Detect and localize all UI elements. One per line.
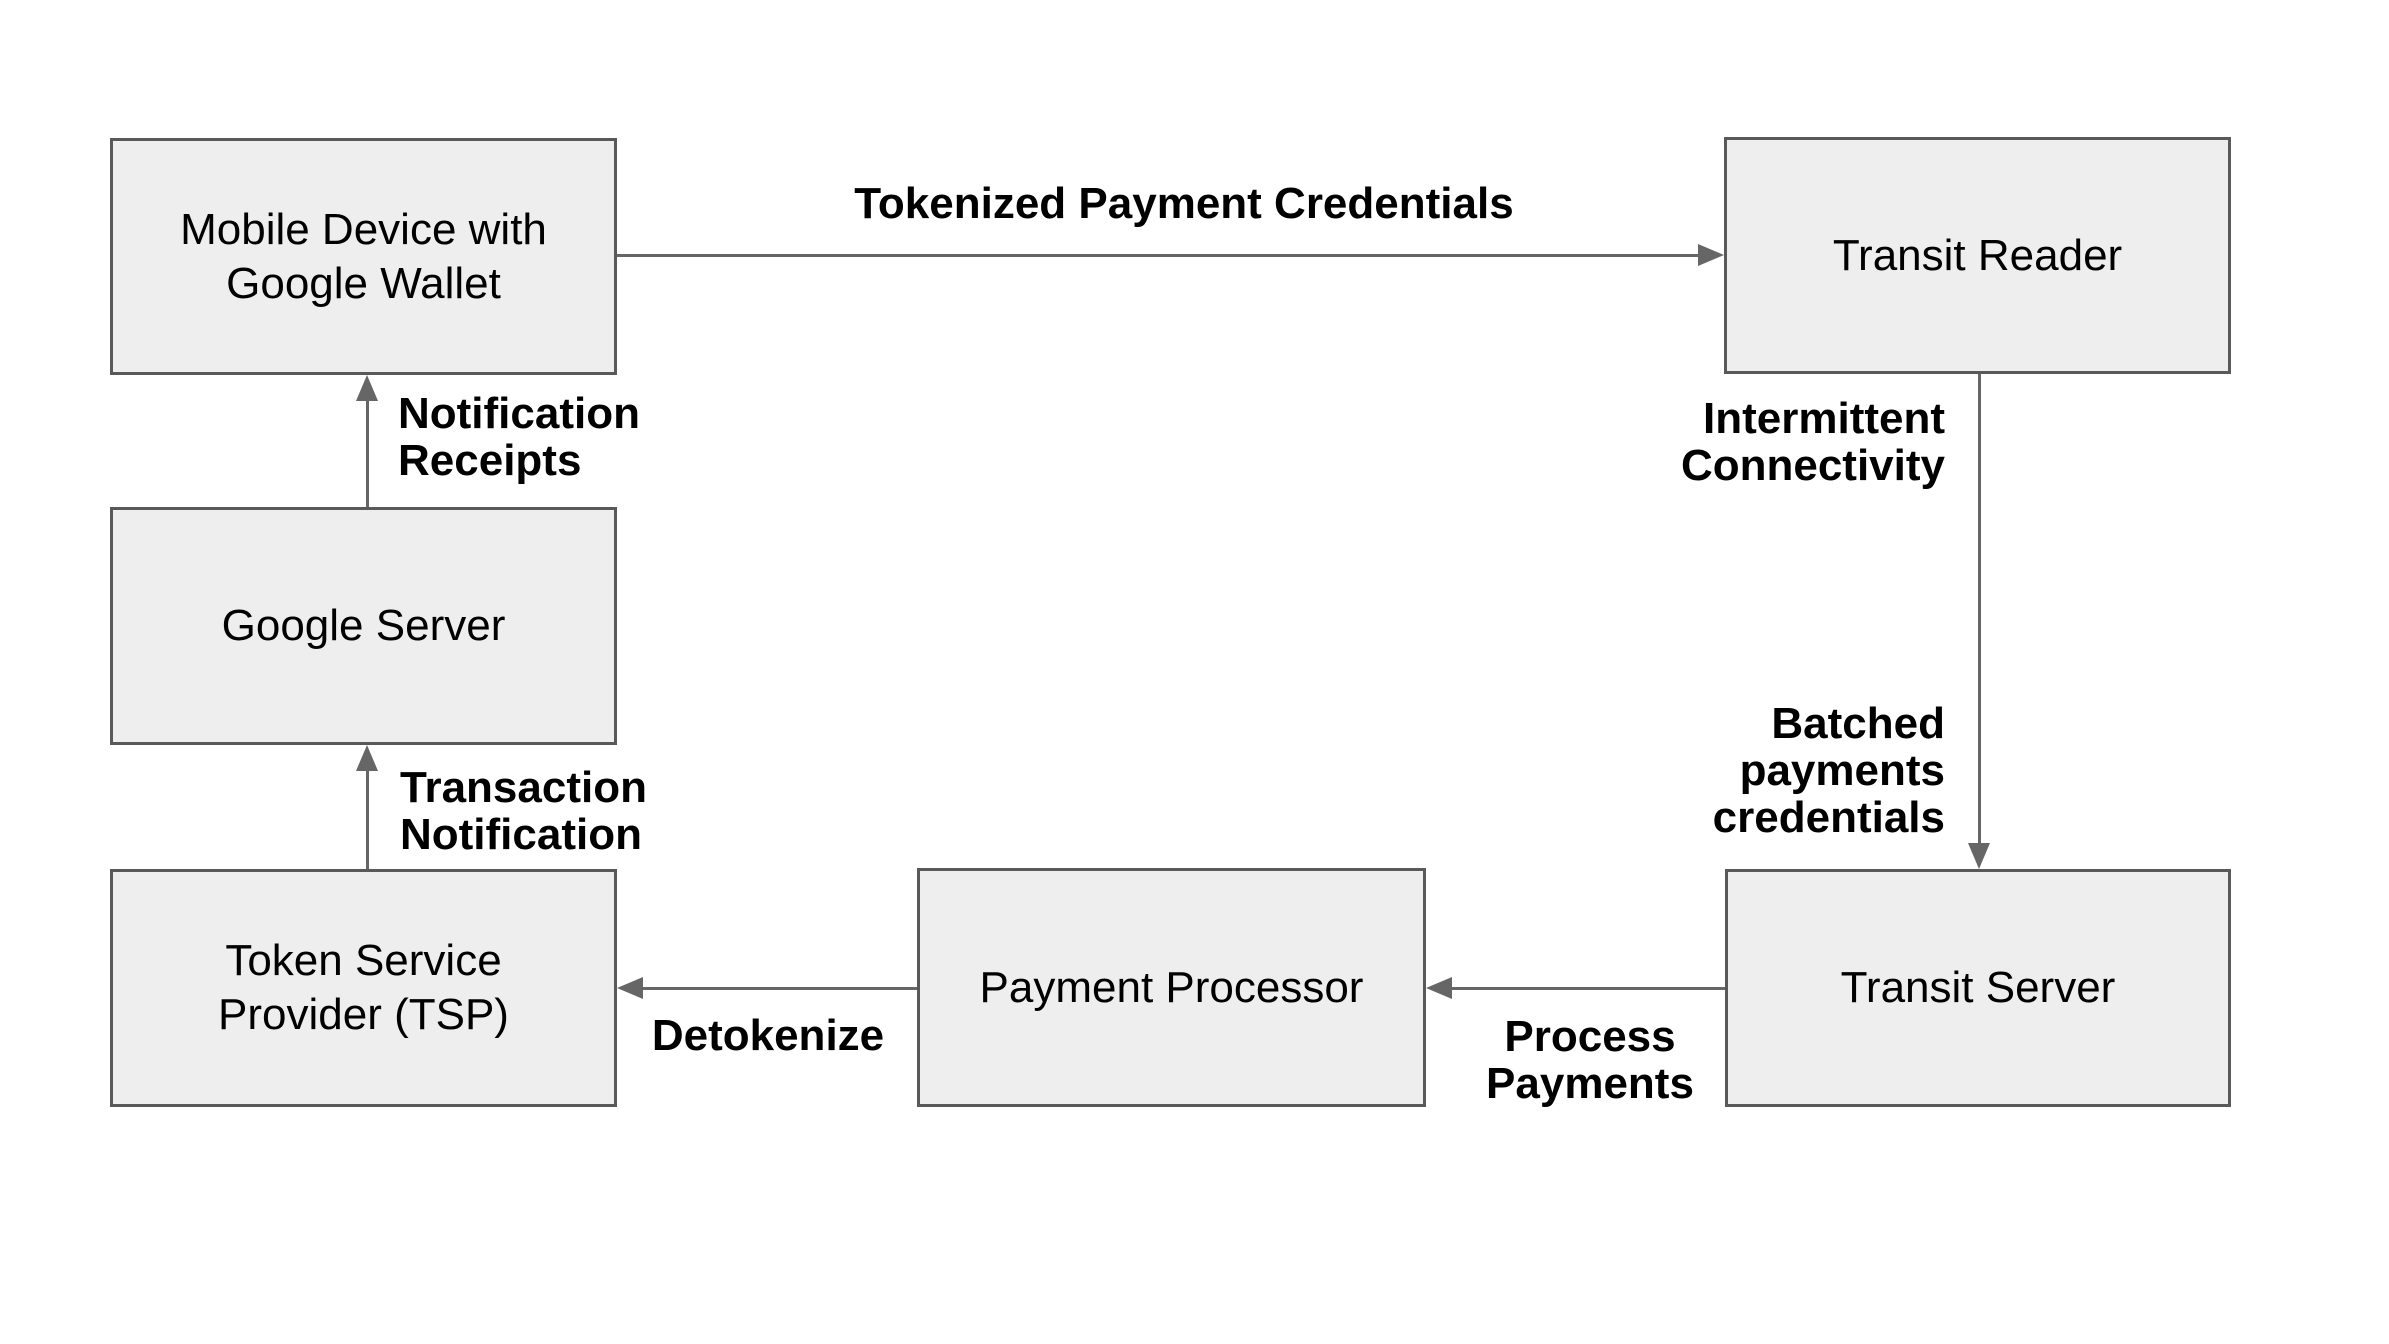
edge-label-batched-line2: payments	[1739, 746, 1945, 795]
edge-label-transaction-line1: Transaction	[400, 763, 647, 812]
node-token-service-provider-label-line2: Provider (TSP)	[218, 990, 509, 1039]
node-payment-processor-label: Payment Processor	[979, 962, 1364, 1012]
edge-label-tokenized-credentials: Tokenized Payment Credentials	[634, 180, 1734, 227]
edge-label-process-payments: Process Payments	[1440, 1013, 1740, 1107]
edge-label-process-line2: Payments	[1486, 1059, 1694, 1108]
node-payment-processor: Payment Processor	[917, 868, 1426, 1107]
edge-label-detokenize: Detokenize	[618, 1012, 918, 1059]
arrowhead-right-icon	[1698, 244, 1724, 266]
node-transit-reader-label: Transit Reader	[1832, 230, 2123, 280]
edge-label-tokenized-line1: Tokenized Payment Credentials	[854, 179, 1514, 228]
edge-label-batched-line1: Batched	[1771, 699, 1945, 748]
arrowhead-up-icon	[356, 745, 378, 771]
node-google-server: Google Server	[110, 507, 617, 745]
node-token-service-provider-label: Token Service	[225, 936, 502, 985]
edge-label-process-line1: Process	[1504, 1012, 1676, 1061]
edge-label-batched-payments-credentials: Batched payments credentials	[1645, 700, 1945, 841]
edge-label-detokenize-line1: Detokenize	[651, 1011, 885, 1060]
edge-label-intermittent-connectivity: Intermittent Connectivity	[1645, 395, 1945, 489]
arrow-batched-payments-line	[1978, 374, 1981, 847]
arrow-notification-receipts-line	[366, 393, 369, 507]
node-mobile-device-label-line2: Google Wallet	[226, 258, 501, 308]
node-google-server-label: Google Server	[221, 601, 506, 650]
node-transit-server-label: Transit Server	[1840, 963, 2116, 1012]
node-transit-reader: Transit Reader	[1724, 137, 2231, 374]
edge-label-batched-line3: credentials	[1712, 793, 1945, 842]
arrow-tokenized-credentials-line	[617, 254, 1700, 257]
arrowhead-down-icon	[1968, 843, 1990, 869]
edge-label-intermittent-line1: Intermittent	[1703, 394, 1945, 443]
edge-label-intermittent-line2: Connectivity	[1680, 441, 1945, 490]
arrowhead-left-icon	[617, 977, 643, 999]
arrowhead-up-icon	[356, 375, 378, 401]
arrow-detokenize-line	[639, 987, 917, 990]
edge-label-transaction-notification: Transaction Notification	[400, 764, 647, 858]
node-token-service-provider: Token Service Provider (TSP)	[110, 869, 617, 1107]
arrow-process-payments-line	[1448, 987, 1725, 990]
edge-label-notification-receipts: Notification Receipts	[398, 390, 640, 484]
edge-label-notification-line2: Receipts	[398, 436, 582, 485]
arrowhead-left-icon	[1426, 977, 1452, 999]
node-mobile-device-label: Mobile Device with	[180, 204, 547, 254]
edge-label-notification-line1: Notification	[398, 389, 640, 438]
arrow-transaction-notification-line	[366, 763, 369, 869]
edge-label-transaction-line2: Notification	[400, 810, 642, 859]
node-mobile-device: Mobile Device with Google Wallet	[110, 138, 617, 375]
node-transit-server: Transit Server	[1725, 869, 2231, 1107]
